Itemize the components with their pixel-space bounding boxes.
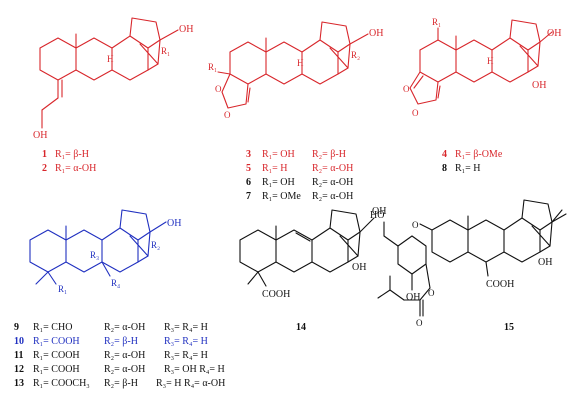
compound-substituent: R₁= β-H xyxy=(55,149,89,160)
oh-label: OH xyxy=(406,292,420,303)
oh-label: OH xyxy=(352,262,366,273)
r3-label: R₃ xyxy=(90,250,99,260)
o-label: O xyxy=(224,110,231,120)
h-label: H xyxy=(297,58,304,68)
compound-r1: R₁= COOH xyxy=(33,336,80,347)
o-label: O xyxy=(412,220,419,230)
compound-r1: R₁= H xyxy=(262,163,288,174)
compound-number: 7 xyxy=(246,191,251,202)
compound-r3: R₃= H R₄= α-OH xyxy=(156,378,225,389)
compound-r2: R₂= β-H xyxy=(312,149,346,160)
r2-label: R₂ xyxy=(151,240,160,250)
compound-r2: R₂= α-OH xyxy=(312,163,353,174)
structure-15 xyxy=(377,199,567,317)
structure-4-8 xyxy=(409,19,553,105)
h-label: H xyxy=(487,56,494,66)
compound-r2: R₂= β-H xyxy=(104,378,138,389)
compound-r3: R₃= OH R₄= H xyxy=(164,364,225,375)
compound-number: 4 xyxy=(442,149,447,160)
structure-1-2 xyxy=(39,17,179,129)
compound-r2: R₂= α-OH xyxy=(104,350,145,361)
compound-number: 9 xyxy=(14,322,19,333)
structure-3-5-6-7 xyxy=(217,21,369,109)
oh-label: OH xyxy=(179,24,193,35)
r2-label: R₂ xyxy=(351,50,360,60)
compound-r3: R₃= R₄= H xyxy=(164,336,208,347)
compound-substituent: R₁= H xyxy=(455,163,481,174)
compound-number: 2 xyxy=(42,163,47,174)
compound-number: 10 xyxy=(14,336,24,347)
compound-number: 11 xyxy=(14,350,23,361)
compound-number: 6 xyxy=(246,177,251,188)
compound-number: 3 xyxy=(246,149,251,160)
o-label: O xyxy=(215,84,222,94)
oh-label: OH xyxy=(538,257,552,268)
compound-r1: R₁= COOH xyxy=(33,350,80,361)
compound-number: 12 xyxy=(14,364,24,375)
o-label: O xyxy=(416,318,423,328)
compound-r1: R₁= COOCH₃ xyxy=(33,378,90,389)
compound-r1: R₁= OMe xyxy=(262,191,301,202)
compound-r1: R₁= CHO xyxy=(33,322,72,333)
r1-label: R₁ xyxy=(161,46,170,56)
compound-r3: R₃= R₄= H xyxy=(164,350,208,361)
r1-label: R₁ xyxy=(432,17,441,27)
o-label: O xyxy=(403,84,410,94)
oh-label: OH xyxy=(33,130,47,141)
oh-label: OH xyxy=(167,218,181,229)
compound-r3: R₃= R₄= H xyxy=(164,322,208,333)
compound-r2: R₂= α-OH xyxy=(104,364,145,375)
compound-substituent: R₁= β-OMe xyxy=(455,149,503,160)
ho-label: HO xyxy=(370,210,384,221)
compound-r2: R₂= α-OH xyxy=(312,191,353,202)
o-label: O xyxy=(428,288,435,298)
compound-number: 15 xyxy=(504,322,514,333)
r4-label: R₄ xyxy=(111,278,120,288)
compound-number: 8 xyxy=(442,163,447,174)
compound-r1: R₁= OH xyxy=(262,177,295,188)
cooh-label: COOH xyxy=(486,279,514,290)
oh-label: OH xyxy=(532,80,546,91)
oh-label: OH xyxy=(547,28,561,39)
oh-label: OH xyxy=(372,206,386,217)
compound-r1: R₁= COOH xyxy=(33,364,80,375)
compound-r2: R₂= β-H xyxy=(104,336,138,347)
h-label: H xyxy=(107,54,114,64)
compound-r1: R₁= OH xyxy=(262,149,295,160)
o-label: O xyxy=(412,108,419,118)
r1-label: R₁ xyxy=(208,62,217,72)
compound-number: 1 xyxy=(42,149,47,160)
cooh-label: COOH xyxy=(262,289,290,300)
oh-label: OH xyxy=(369,28,383,39)
compound-r2: R₂= α-OH xyxy=(104,322,145,333)
structure-9-13 xyxy=(29,209,167,285)
compound-number: 14 xyxy=(296,322,306,333)
compound-substituent: R₁= α-OH xyxy=(55,163,96,174)
compound-r2: R₂= α-OH xyxy=(312,177,353,188)
structure-14 xyxy=(239,209,375,287)
compound-number: 13 xyxy=(14,378,24,389)
r1-label: R₁ xyxy=(58,284,67,294)
compound-number: 5 xyxy=(246,163,251,174)
